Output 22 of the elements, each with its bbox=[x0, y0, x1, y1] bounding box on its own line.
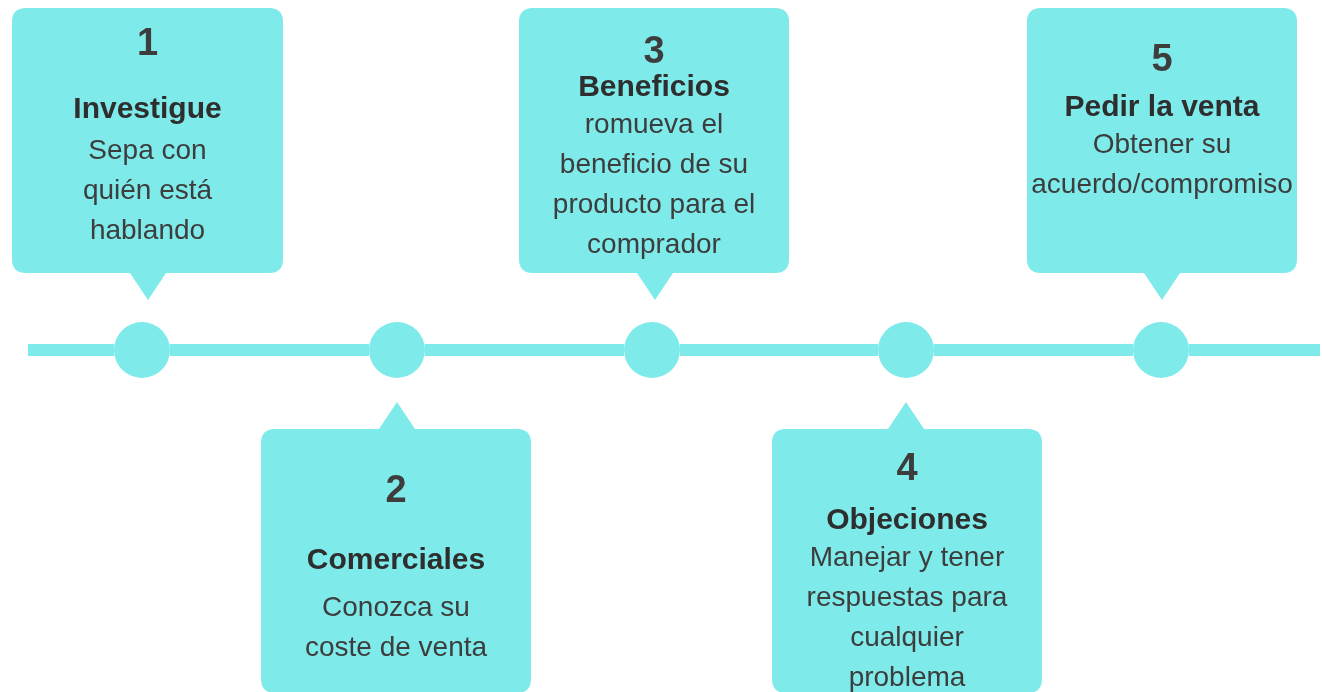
step-description: Manejar y tener respuestas para cualquier problema bbox=[805, 540, 1009, 692]
step-number: 4 bbox=[896, 445, 918, 489]
step-description: Conozca su coste de venta bbox=[303, 590, 489, 664]
step-number: 2 bbox=[385, 467, 407, 511]
step-heading: Investigue bbox=[73, 90, 222, 126]
timeline-segment bbox=[170, 344, 369, 356]
callout-box bbox=[519, 8, 789, 300]
step-number: 5 bbox=[1151, 36, 1173, 80]
step-heading: Pedir la venta bbox=[1064, 88, 1260, 124]
callout-box bbox=[261, 402, 531, 692]
step-heading: Objeciones bbox=[826, 501, 988, 537]
timeline-segment bbox=[934, 344, 1133, 356]
step-description: romueva el beneficio de su producto para el comprador bbox=[551, 107, 757, 261]
callout-box bbox=[12, 8, 283, 300]
step-number: 1 bbox=[136, 20, 159, 64]
callout-box bbox=[772, 402, 1042, 692]
timeline-segment bbox=[680, 344, 878, 356]
timeline-segment bbox=[425, 344, 624, 356]
step-heading: Comerciales bbox=[306, 541, 486, 577]
callout-box bbox=[1027, 8, 1297, 300]
step-description: Obtener su acuerdo/compromiso bbox=[1030, 127, 1294, 201]
step-description: Sepa con quién está hablando bbox=[81, 133, 214, 247]
